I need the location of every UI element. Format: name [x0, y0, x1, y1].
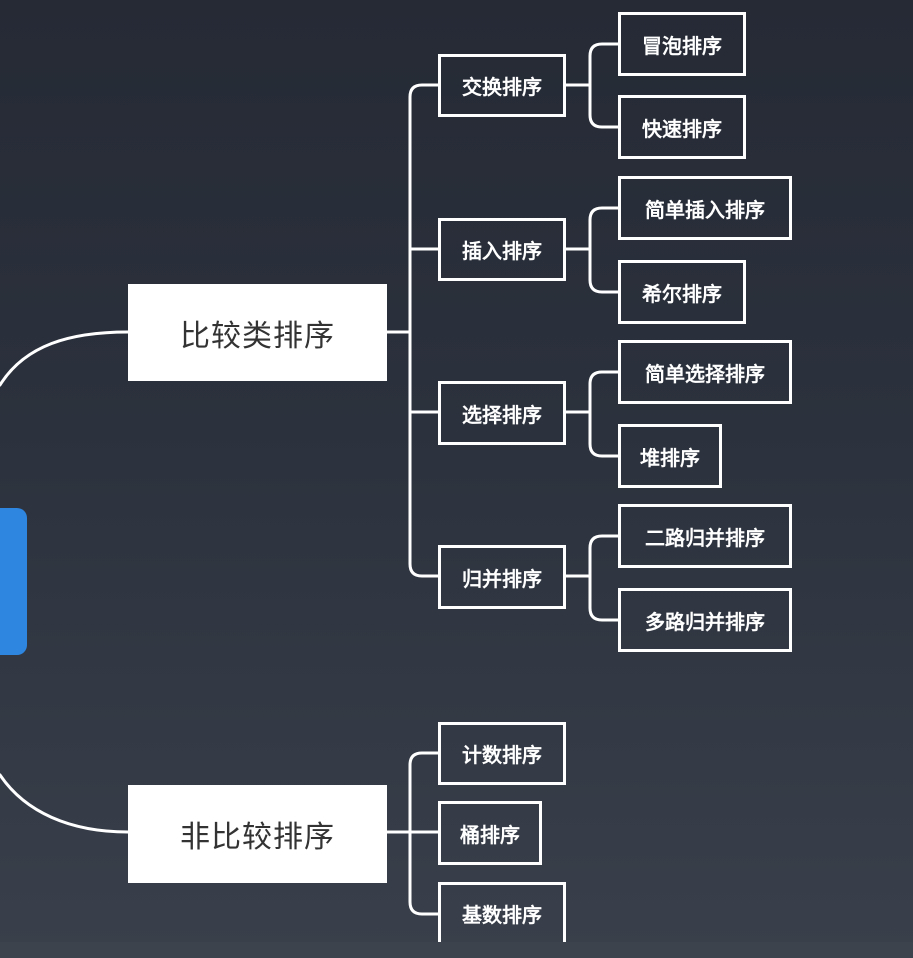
connector-comparison-spine [408, 83, 440, 578]
connector-root-to-comparison [0, 330, 130, 387]
bottom-bar [0, 942, 913, 958]
leaf-bubble-sort[interactable]: 冒泡排序 [618, 12, 746, 76]
leaf-simple-insertion-sort[interactable]: 简单插入排序 [618, 176, 792, 240]
category-comparison-sort[interactable]: 比较类排序 [128, 284, 387, 381]
root-node[interactable] [0, 508, 27, 655]
connector-root-to-noncomparison [0, 773, 130, 834]
group-exchange-sort[interactable]: 交换排序 [438, 54, 566, 117]
group-radix-sort[interactable]: 基数排序 [438, 882, 566, 945]
group-selection-sort[interactable]: 选择排序 [438, 381, 566, 445]
group-counting-sort[interactable]: 计数排序 [438, 722, 566, 785]
connector-exchange-spine [588, 42, 620, 129]
leaf-simple-selection-sort[interactable]: 简单选择排序 [618, 340, 792, 404]
leaf-multi-way-merge-sort[interactable]: 多路归并排序 [618, 588, 792, 652]
category-non-comparison-sort[interactable]: 非比较排序 [128, 785, 387, 883]
leaf-quick-sort[interactable]: 快速排序 [618, 95, 746, 159]
leaf-heap-sort[interactable]: 堆排序 [618, 424, 722, 488]
group-bucket-sort[interactable]: 桶排序 [438, 801, 542, 865]
leaf-shell-sort[interactable]: 希尔排序 [618, 260, 746, 324]
connector-insert-spine [588, 206, 620, 294]
group-merge-sort[interactable]: 归并排序 [438, 545, 566, 609]
group-insertion-sort[interactable]: 插入排序 [438, 218, 566, 281]
leaf-two-way-merge-sort[interactable]: 二路归并排序 [618, 504, 792, 568]
connector-merge-spine [588, 534, 620, 622]
connector-select-spine [588, 370, 620, 458]
